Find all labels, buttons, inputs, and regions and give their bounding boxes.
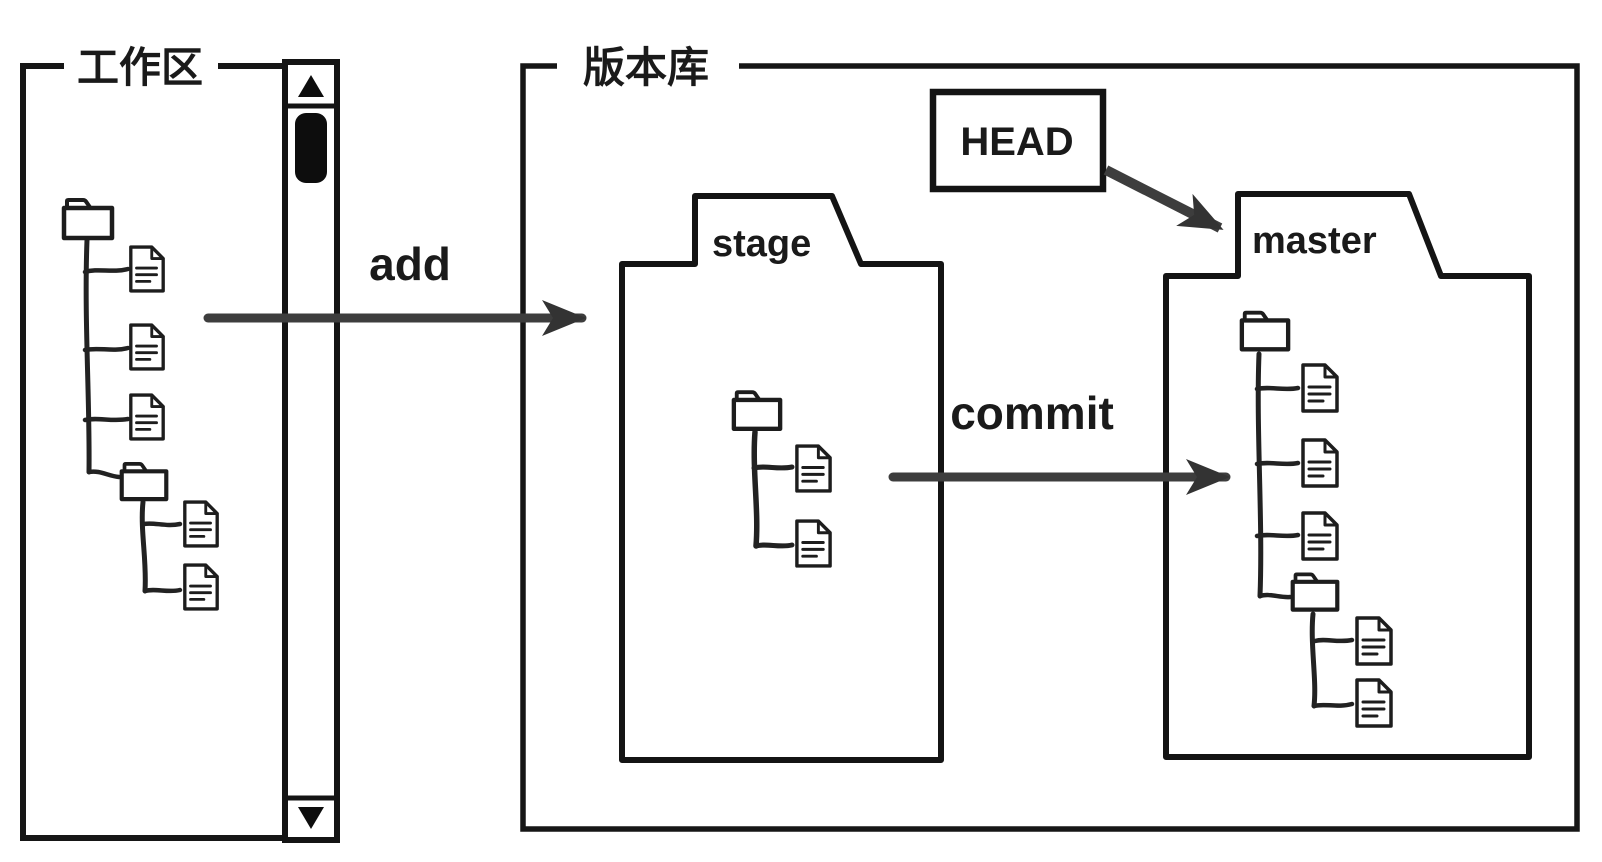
document-icon xyxy=(1301,511,1339,561)
document-icon xyxy=(183,563,219,611)
document-icon xyxy=(1355,678,1393,728)
scrollbar-down-button[interactable] xyxy=(298,807,324,829)
arrows xyxy=(203,165,1231,495)
document-icon xyxy=(1301,438,1339,488)
head-box: HEAD xyxy=(929,88,1107,193)
scrollbar-thumb[interactable] xyxy=(295,113,327,183)
tree-trunk xyxy=(1255,351,1264,599)
head-label: HEAD xyxy=(960,120,1073,164)
document-icon xyxy=(1355,616,1393,666)
stage-label: stage xyxy=(712,223,811,265)
document-icon xyxy=(129,245,165,293)
stage-box xyxy=(619,193,944,763)
scrollbar-up-button[interactable] xyxy=(298,75,324,97)
document-icon xyxy=(795,519,832,568)
tree-branches xyxy=(751,464,795,549)
working-area-border xyxy=(20,63,286,841)
master-tree xyxy=(1242,313,1393,728)
head-to-master-arrow xyxy=(1103,165,1224,233)
add-arrow-label: add xyxy=(369,238,451,290)
master-box xyxy=(1163,191,1532,760)
repository-label: 版本库 xyxy=(583,44,709,91)
tree-trunk xyxy=(751,429,760,549)
working-area-box xyxy=(20,63,286,841)
document-icon xyxy=(129,393,165,441)
scrollbar-track[interactable] xyxy=(282,59,340,843)
document-icon xyxy=(1301,363,1339,413)
head-outline xyxy=(929,88,1107,193)
tree-trunk xyxy=(83,237,92,475)
stage-outline xyxy=(619,193,944,763)
subtree-trunk xyxy=(1309,611,1318,709)
repository-box xyxy=(520,63,1580,832)
working-area-label: 工作区 xyxy=(77,44,203,91)
subtree-trunk xyxy=(139,499,148,594)
commit-arrow-label: commit xyxy=(950,387,1114,439)
master-label: master xyxy=(1252,220,1377,262)
document-icon xyxy=(183,500,219,548)
scrollbar[interactable] xyxy=(282,59,340,843)
document-icon xyxy=(795,444,832,493)
tree-branches xyxy=(82,266,183,594)
working-area-tree xyxy=(64,200,219,611)
tree-branches xyxy=(1254,385,1355,709)
document-icon xyxy=(129,323,165,371)
scroll-up-icon xyxy=(298,75,324,97)
stage-tree xyxy=(734,392,832,568)
scroll-down-icon xyxy=(298,807,324,829)
repository-border xyxy=(520,63,1580,832)
